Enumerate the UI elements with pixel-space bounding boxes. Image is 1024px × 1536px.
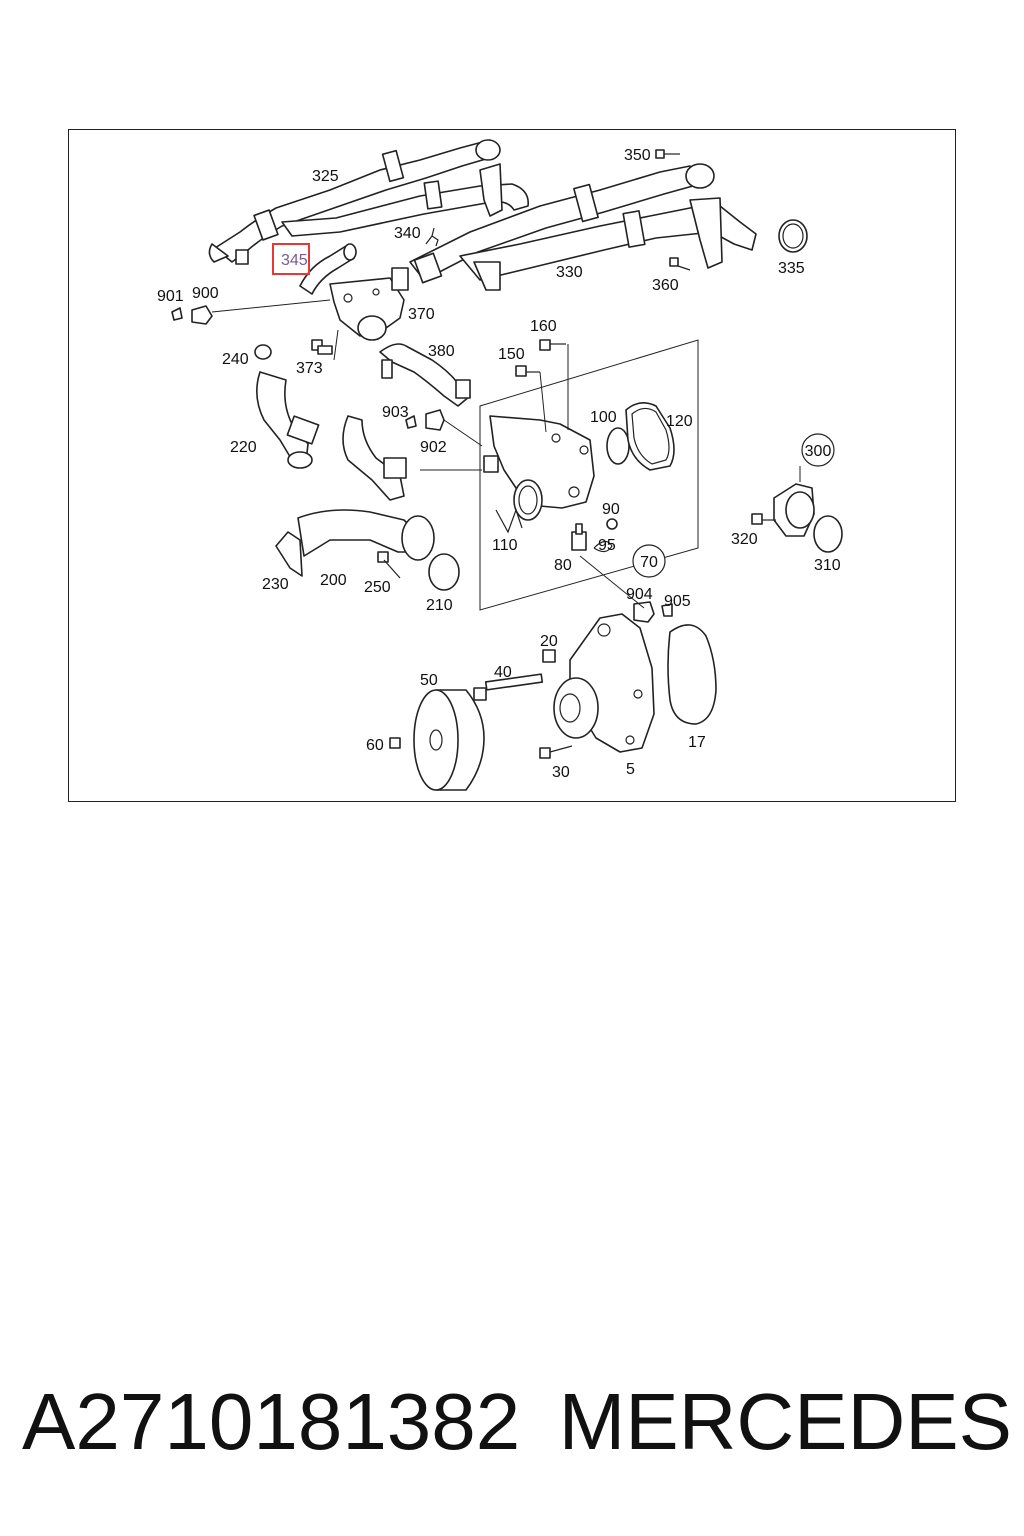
pulley-50[interactable] bbox=[413, 689, 485, 791]
callout-label-210: 210 bbox=[426, 597, 453, 614]
bolt-350[interactable] bbox=[655, 149, 680, 159]
callout-circle-300 bbox=[801, 433, 835, 467]
callout-label-900: 900 bbox=[192, 285, 219, 302]
hose-380[interactable] bbox=[379, 343, 471, 407]
callout-label-60: 60 bbox=[366, 737, 384, 754]
callout-label-30: 30 bbox=[552, 764, 570, 781]
thermostat-cover-300[interactable] bbox=[773, 483, 815, 537]
coolant-pipe-330[interactable] bbox=[409, 163, 757, 291]
plug-905[interactable] bbox=[661, 603, 673, 617]
washer-90[interactable] bbox=[606, 518, 618, 530]
part-number: A2710181382 bbox=[22, 1377, 521, 1466]
o-ring-100[interactable] bbox=[606, 427, 630, 465]
callout-label-70: 70 bbox=[640, 554, 658, 571]
callout-label-330: 330 bbox=[556, 264, 583, 281]
callout-label-310: 310 bbox=[814, 557, 841, 574]
sensor-904[interactable] bbox=[633, 601, 655, 623]
callout-label-250: 250 bbox=[364, 579, 391, 596]
bolt-40[interactable] bbox=[473, 673, 544, 701]
callout-label-220: 220 bbox=[230, 439, 257, 456]
brand-name: MERCEDES bbox=[558, 1377, 1012, 1466]
bolt-360[interactable] bbox=[669, 257, 691, 271]
plug-903[interactable] bbox=[405, 415, 417, 429]
callout-label-230: 230 bbox=[262, 576, 289, 593]
highlight-box bbox=[272, 243, 310, 275]
callout-label-90: 90 bbox=[602, 501, 620, 518]
parts-diagram-frame bbox=[68, 129, 956, 802]
coolant-pipe-325[interactable] bbox=[208, 139, 529, 265]
bolt-373[interactable] bbox=[311, 339, 333, 355]
callout-label-904: 904 bbox=[626, 586, 653, 603]
callout-label-902: 902 bbox=[420, 439, 447, 456]
bolt-30[interactable] bbox=[539, 745, 573, 759]
callout-circle-70 bbox=[632, 544, 666, 578]
callout-label-903: 903 bbox=[382, 404, 409, 421]
bolt-160[interactable] bbox=[539, 339, 566, 351]
callout-label-345-highlighted: 345 bbox=[281, 252, 308, 269]
sensor-80[interactable] bbox=[571, 523, 587, 551]
bolt-250[interactable] bbox=[377, 551, 401, 579]
callout-label-320: 320 bbox=[731, 531, 758, 548]
part-caption: A2710181382 MERCEDES bbox=[22, 1372, 1012, 1472]
clip-340[interactable] bbox=[425, 227, 439, 247]
callout-label-905: 905 bbox=[664, 593, 691, 610]
callout-label-150: 150 bbox=[498, 346, 525, 363]
callout-label-50: 50 bbox=[420, 672, 438, 689]
pin-20[interactable] bbox=[542, 649, 556, 663]
gasket-230[interactable] bbox=[275, 531, 303, 577]
callout-label-360: 360 bbox=[652, 277, 679, 294]
plug-901[interactable] bbox=[171, 307, 183, 321]
callout-label-80: 80 bbox=[554, 557, 572, 574]
callout-label-240: 240 bbox=[222, 351, 249, 368]
callout-label-325: 325 bbox=[312, 168, 339, 185]
leader-lines bbox=[211, 299, 801, 609]
callout-label-110: 110 bbox=[492, 537, 518, 554]
callout-label-340: 340 bbox=[394, 225, 421, 242]
o-ring-210[interactable] bbox=[428, 553, 460, 591]
sensor-902[interactable] bbox=[425, 409, 445, 431]
bolt-150[interactable] bbox=[515, 365, 540, 377]
callout-label-335: 335 bbox=[778, 260, 805, 277]
clip-110[interactable] bbox=[495, 508, 523, 534]
callout-label-5: 5 bbox=[626, 761, 635, 778]
pipe-200[interactable] bbox=[297, 509, 435, 561]
callout-label-95: 95 bbox=[598, 537, 616, 554]
callout-label-120: 120 bbox=[666, 413, 693, 430]
callout-label-300: 300 bbox=[805, 443, 832, 460]
housing-370[interactable] bbox=[329, 267, 409, 341]
gasket-120[interactable] bbox=[625, 402, 675, 471]
hose-center[interactable] bbox=[342, 415, 407, 501]
callout-label-200: 200 bbox=[320, 572, 347, 589]
callout-label-40: 40 bbox=[494, 664, 512, 681]
callout-label-350: 350 bbox=[624, 147, 651, 164]
callout-label-100: 100 bbox=[590, 409, 617, 426]
callout-label-17: 17 bbox=[688, 734, 706, 751]
water-pump-5[interactable] bbox=[553, 613, 655, 753]
callout-label-20: 20 bbox=[540, 633, 558, 650]
clip-95[interactable] bbox=[593, 540, 613, 553]
sensor-900[interactable] bbox=[191, 305, 213, 325]
callout-label-160: 160 bbox=[530, 318, 557, 335]
bolt-320[interactable] bbox=[751, 513, 776, 525]
pump-housing-70[interactable] bbox=[479, 339, 699, 611]
seal-ring-335[interactable] bbox=[778, 219, 808, 253]
gasket-17[interactable] bbox=[667, 624, 717, 725]
callout-label-370: 370 bbox=[408, 306, 435, 323]
clamp-240[interactable] bbox=[254, 344, 272, 360]
hose-220[interactable] bbox=[256, 371, 320, 469]
exploded-parts-diagram: 325 350 340 335 330 360 901 900 370 240 373 380 160 1… bbox=[157, 139, 843, 791]
callout-labels: 325 350 340 335 330 360 901 900 370 240 373 380 160 1… bbox=[157, 147, 841, 781]
o-ring-310[interactable] bbox=[813, 515, 843, 553]
callout-label-380: 380 bbox=[428, 343, 455, 360]
callout-label-901: 901 bbox=[157, 288, 184, 305]
bolt-60[interactable] bbox=[389, 737, 401, 749]
callout-label-373: 373 bbox=[296, 360, 323, 377]
